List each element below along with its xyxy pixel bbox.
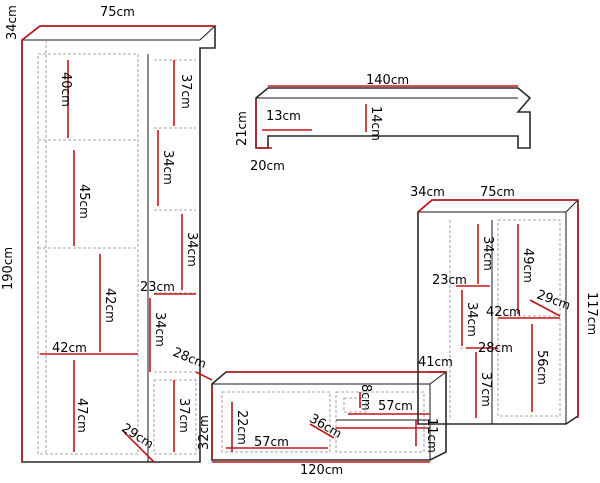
- tv-inner-11-label: 11cm: [424, 418, 439, 453]
- shelf-inner-13-label: 13cm: [266, 109, 301, 124]
- left-cabinet-height-label: 190cm: [1, 246, 16, 290]
- left-tall-cabinet: [21, 25, 216, 463]
- shelf-inner-14-label: 14cm: [368, 106, 383, 141]
- left-cabinet-width-label: 75cm: [100, 5, 135, 20]
- left-shelf-3-height-label: 42cm: [102, 288, 117, 323]
- right-cabinet-49-label: 49cm: [520, 248, 535, 283]
- shelf-depth-label: 20cm: [250, 159, 285, 174]
- tv-inner-8-label: 8cm: [358, 384, 373, 411]
- right-cabinet-height-label: 117cm: [584, 292, 599, 336]
- right-column-section-3-label: 34cm: [184, 232, 199, 267]
- tv-unit-depth-label: 41cm: [418, 355, 453, 370]
- tv-inner-57a-label: 57cm: [254, 435, 289, 450]
- tv-unit-height-label: 32cm: [197, 415, 212, 450]
- right-column-width-label: 23cm: [140, 280, 175, 295]
- left-bottom-section-label: 37cm: [176, 398, 191, 433]
- right-cabinet-23-label: 23cm: [432, 273, 467, 288]
- right-cabinet-56-label: 56cm: [534, 350, 549, 385]
- shelf-height-label: 21cm: [235, 111, 250, 146]
- left-shelf-2-height-label: 45cm: [76, 184, 91, 219]
- right-cabinet-width-label: 75cm: [480, 185, 515, 200]
- left-inner-width-label: 42cm: [52, 341, 87, 356]
- right-column-section-1-label: 37cm: [178, 74, 193, 109]
- right-cabinet-42-label: 42cm: [486, 305, 521, 320]
- tv-unit-width-label: 120cm: [300, 463, 344, 478]
- right-cabinet-34a-label: 34cm: [480, 236, 495, 271]
- right-column-section-2-label: 34cm: [160, 150, 175, 185]
- right-cabinet-28-label: 28cm: [478, 341, 513, 356]
- tv-inner-57b-label: 57cm: [378, 399, 413, 414]
- right-column-section-4-label: 34cm: [152, 312, 167, 347]
- wall-shelf: [255, 85, 532, 149]
- right-cabinet-37-label: 37cm: [478, 372, 493, 407]
- left-cabinet-depth-label: 34cm: [5, 5, 20, 40]
- tv-unit: [211, 371, 447, 463]
- shelf-length-label: 140cm: [366, 73, 410, 88]
- left-shelf-1-height-label: 40cm: [58, 72, 73, 107]
- tv-inner-22-label: 22cm: [234, 410, 249, 445]
- right-cabinet: [417, 199, 579, 425]
- right-cabinet-34b-label: 34cm: [464, 302, 479, 337]
- left-shelf-4-height-label: 47cm: [74, 398, 89, 433]
- right-cabinet-depth-label: 34cm: [410, 185, 445, 200]
